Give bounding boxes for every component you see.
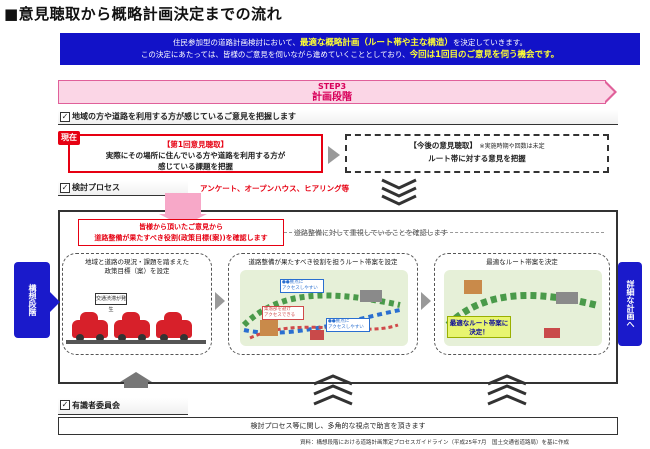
step-label: STEP3	[317, 82, 347, 91]
right-arrow-icon	[215, 292, 225, 310]
source-note: 資料：構想段階における道路計画策定プロセスガイドライン（平成25年7月 国土交通…	[300, 440, 570, 446]
chevron-down-icon	[381, 178, 417, 206]
step-name: 計画段階	[312, 92, 352, 103]
confirm-text: 道路整備に対して重視していることを確認します	[294, 229, 448, 237]
future-hearing-box: 【今後の意見聴取】 ※実施時期や回数は未定 ルート帯に対する意見を把握	[345, 134, 609, 173]
right-arrow-icon	[328, 146, 340, 164]
objective-box: 皆様から頂いたご意見から 道路整備が果たすべき役割(政策目標(案))を確認します	[78, 219, 284, 246]
expert-row: ✓ 有識者委員会	[58, 398, 188, 415]
opinion-row-label: 地域の方や道路を利用する方が感じているご意見を把握します	[72, 112, 296, 121]
traffic-sign: 交通渋滞が発生	[95, 293, 127, 313]
chevron-up-icon	[313, 374, 353, 406]
car-icon	[72, 312, 108, 342]
first-hearing-line: 感じている課題を把握	[158, 162, 233, 171]
banner-emphasis: 今回は1回目のご意見を伺う機会です。	[409, 50, 560, 60]
current-badge: 現在	[58, 131, 80, 145]
panel-title: 最適なルート帯案を決定	[486, 258, 558, 266]
decided-route-line	[445, 280, 597, 338]
process-row: ✓ 検討プロセス	[58, 181, 188, 196]
first-hearing-line: 実際にその場所に住んでいる方や道路を利用する方が	[105, 151, 286, 160]
car-icon	[114, 312, 150, 342]
down-arrow-body	[165, 193, 201, 215]
route-label: ●●拠点に アクセスしやすい	[280, 279, 324, 293]
detail-plan-label: 詳細な計画へ	[618, 262, 642, 346]
future-hearing-head: 【今後の意見聴取】	[409, 141, 477, 150]
car-icon	[156, 312, 192, 342]
decision-line: 決定！	[469, 328, 489, 336]
up-arrow-icon	[120, 372, 152, 382]
survey-methods: アンケート、オープンハウス、ヒアリング等	[200, 184, 350, 193]
advice-box: 検討プロセス等に関し、多角的な視点で助言を頂きます	[58, 417, 618, 435]
banner-emphasis: 最適な概略計画（ルート帯や主な構造）	[299, 38, 453, 48]
decision-box: 最適なルート帯案に 決定！	[447, 316, 511, 338]
step-banner: STEP3 計画段階	[58, 80, 606, 104]
banner-text: を決定していきます。	[452, 38, 527, 47]
route-map	[240, 270, 408, 346]
checkbox-icon: ✓	[60, 183, 70, 193]
objective-line: 道路整備が果たすべき役割(政策目標(案))を確認します	[94, 234, 268, 242]
banner-text: この決定にあたっては、皆様のご意見を伺いながら進めていくこととしており、	[140, 50, 410, 59]
future-hearing-note: ※実施時期や回数は未定	[479, 143, 545, 150]
first-hearing-head: 【第1回意見聴取】	[162, 140, 229, 149]
process-row-label: 検討プロセス	[72, 183, 120, 192]
expert-row-label: 有識者委員会	[72, 401, 120, 410]
route-label: ●●拠点に アクセスしやすい	[326, 318, 370, 332]
route-label: 集落部を避け アクセスできる	[262, 306, 304, 320]
objective-line: 皆様から頂いたご意見から	[139, 223, 223, 231]
concept-stage-label: 構想段階	[14, 262, 50, 338]
chevron-up-icon	[487, 374, 527, 406]
page-title: ■意見聴取から概略計画決定までの流れ	[4, 5, 283, 23]
right-arrow-icon	[50, 292, 60, 312]
checkbox-icon: ✓	[60, 112, 70, 122]
step-arrow-fill	[604, 82, 614, 102]
checkbox-icon: ✓	[60, 400, 70, 410]
panel-title: 政策目標（案）を設定	[104, 267, 170, 275]
banner-text: 住民参加型の道路計画検討において、	[173, 38, 300, 47]
intro-banner: 住民参加型の道路計画検討において、最適な概略計画（ルート帯や主な構造）を決定して…	[60, 33, 640, 65]
right-arrow-icon	[421, 292, 431, 310]
panel-title: 地域と道路の現況・課題を踏まえた	[85, 258, 189, 266]
future-hearing-body: ルート帯に対する意見を把握	[428, 154, 526, 163]
first-hearing-box: 【第1回意見聴取】 実際にその場所に住んでいる方や道路を利用する方が 感じている…	[68, 134, 323, 173]
decision-line: 最適なルート帯案に	[449, 319, 509, 327]
panel-title: 道路整備が果たすべき役割を担うルート帯案を設定	[248, 258, 398, 266]
opinion-row: ✓ 地域の方や道路を利用する方が感じているご意見を把握します	[58, 110, 618, 125]
